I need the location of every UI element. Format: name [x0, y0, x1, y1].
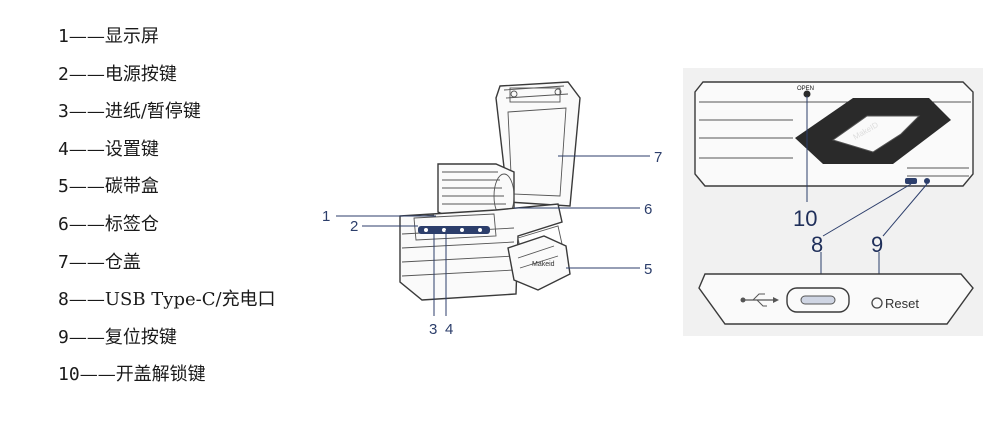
callout-7: 7	[654, 149, 662, 166]
legend-item: 4——设置键	[58, 138, 159, 160]
legend-item: 1——显示屏	[58, 26, 159, 47]
legend-item: 3——进纸/暂停键	[58, 101, 201, 123]
ribbon-cartridge-drawing: Makeid	[507, 235, 571, 291]
label-roll-drawing	[437, 163, 515, 221]
callout-4: 4	[445, 321, 453, 338]
legend-item: 5——碳带盒	[58, 176, 159, 198]
legend-item: 8——USB Type-C/充电口	[58, 289, 276, 311]
callout-5: 5	[644, 261, 652, 278]
callout-9: 9	[871, 232, 883, 257]
rear-body-drawing: MakeID OPEN	[694, 81, 974, 187]
legend-item: 10——开盖解锁键	[58, 364, 206, 386]
port-detail-drawing: Reset	[698, 273, 974, 325]
callout-2: 2	[350, 218, 358, 235]
callout-leaders	[336, 155, 650, 316]
lid-drawing	[495, 81, 581, 207]
printer-rear-figure: MakeID OPEN 10 8 9 Reset	[683, 68, 983, 336]
printer-open-figure: Makeid 1 2 3 4 7 6 5	[322, 81, 662, 338]
legend-item: 6——标签仓	[58, 213, 159, 235]
legend-item: 2——电源按键	[58, 63, 177, 85]
component-legend: 1——显示屏 2——电源按键 3——进纸/暂停键 4——设置键 5——碳带盒 6…	[58, 18, 328, 394]
legend-item: 7——仓盖	[58, 251, 141, 273]
reset-hole-icon	[871, 297, 883, 309]
open-label: OPEN	[797, 86, 814, 92]
usb-icon	[740, 293, 779, 307]
reset-button-small	[924, 178, 930, 184]
reset-label: Reset	[885, 296, 919, 311]
callout-6: 6	[644, 201, 652, 218]
callout-leaders-right	[806, 96, 928, 294]
callout-8: 8	[811, 232, 823, 257]
callout-3: 3	[429, 321, 437, 338]
callout-10: 10	[793, 206, 817, 231]
cartridge-brand-text: Makeid	[532, 261, 555, 268]
usb-port-small	[905, 178, 917, 184]
legend-item: 9——复位按键	[58, 326, 177, 348]
callout-1: 1	[322, 208, 330, 225]
